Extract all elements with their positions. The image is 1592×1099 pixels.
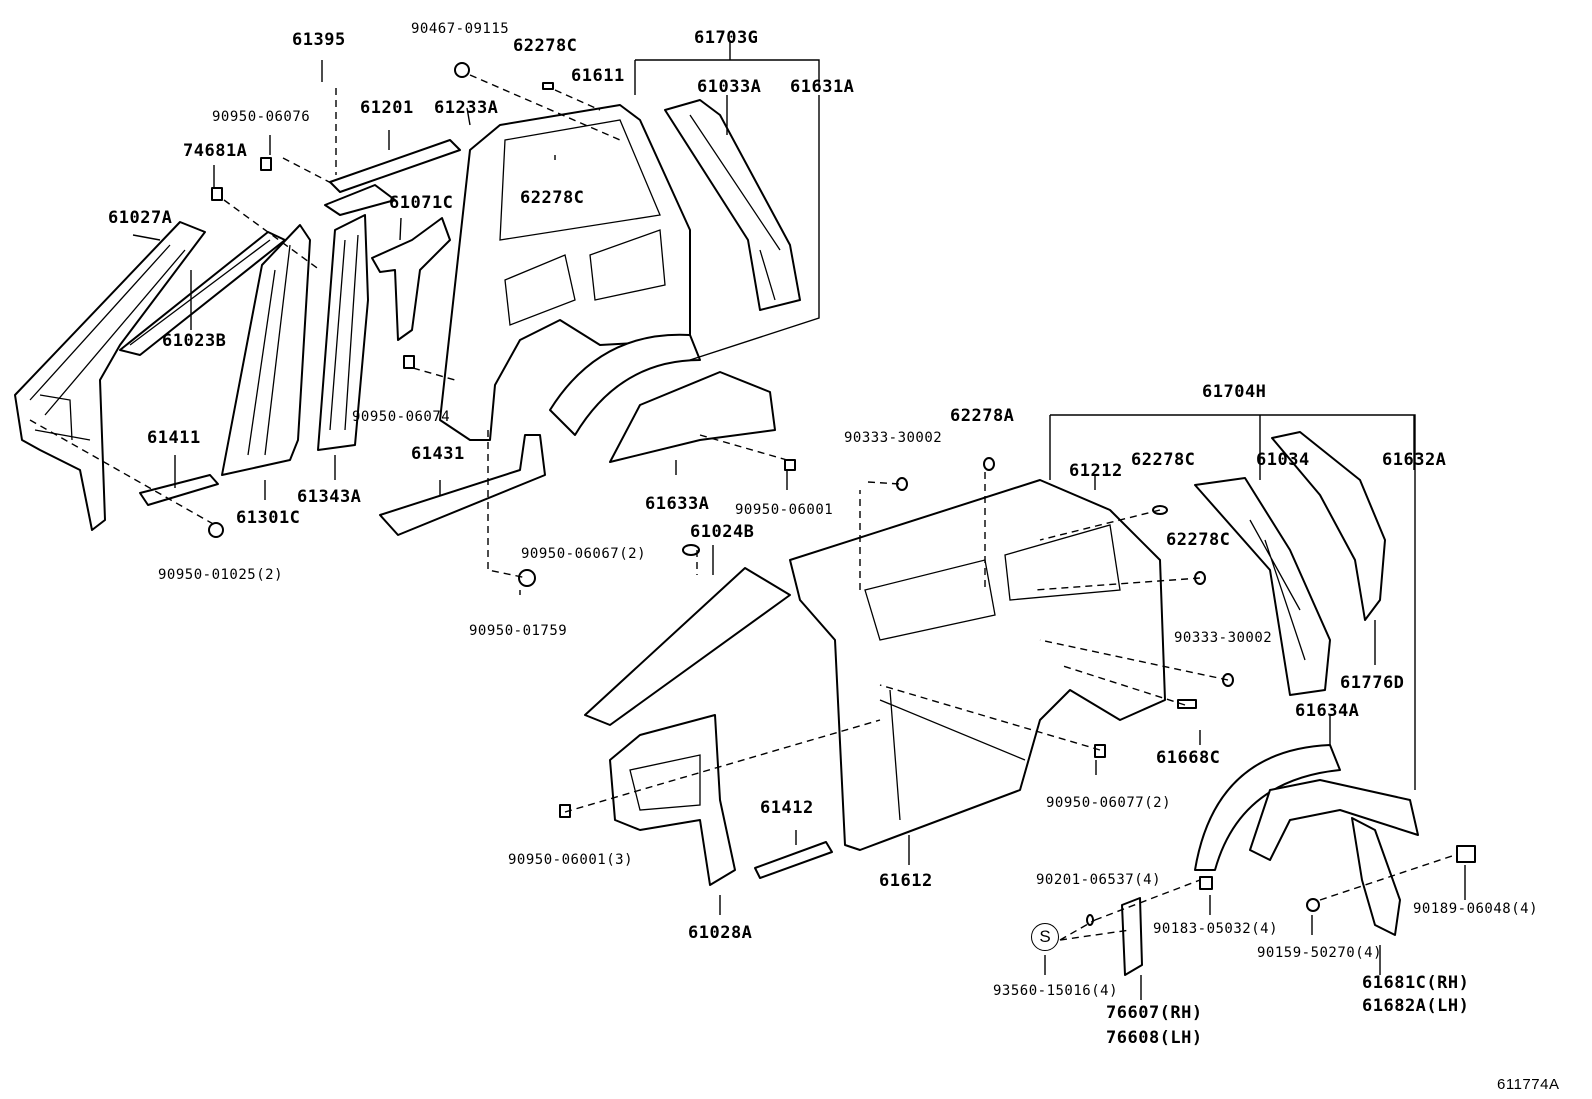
- callout-76607: 76607(RH): [1106, 1003, 1203, 1023]
- front-pillar-part: [14, 221, 206, 531]
- front-pillar-lower-part: [584, 567, 791, 726]
- side-outer-panel-lower-part: [789, 479, 1166, 851]
- plug-part: [208, 522, 224, 538]
- plug-part: [1177, 699, 1197, 709]
- callout-61023b: 61023B: [162, 331, 227, 351]
- callout-61395: 61395: [292, 30, 346, 50]
- rear-inner-panel-lower-part: [1194, 477, 1331, 696]
- callout-90950-06074: 90950-06074: [352, 409, 451, 425]
- front-lower-pillar-part: [609, 714, 736, 886]
- clip-part: [1456, 845, 1476, 863]
- wheel-arch-inner-part: [549, 333, 701, 436]
- callout-90189-06048: 90189-06048(4): [1413, 901, 1539, 917]
- plug-part: [518, 569, 536, 587]
- callout-62278c-mid: 62278C: [520, 188, 585, 208]
- screw-part: [1306, 898, 1320, 912]
- callout-90950-06001: 90950-06001: [735, 502, 834, 518]
- callout-61703g: 61703G: [694, 28, 759, 48]
- center-pillar-outer-part: [221, 224, 311, 476]
- callout-61028a: 61028A: [688, 923, 753, 943]
- s-fastener-mark-icon: S: [1031, 923, 1059, 951]
- callout-61024b: 61024B: [690, 522, 755, 542]
- callout-61668c: 61668C: [1156, 748, 1221, 768]
- callout-61233a: 61233A: [434, 98, 499, 118]
- rear-inner-panel-part: [664, 99, 801, 311]
- roof-rail-front-part: [324, 184, 396, 216]
- callout-62278c-r2: 62278C: [1166, 530, 1231, 550]
- callout-90467-09115: 90467-09115: [411, 21, 510, 37]
- plug-part: [784, 459, 796, 471]
- callout-61682a: 61682A(LH): [1362, 996, 1470, 1016]
- callout-74681a: 74681A: [183, 141, 248, 161]
- washer-part: [1086, 914, 1094, 926]
- callout-61033a: 61033A: [697, 77, 762, 97]
- callout-90950-06001-b: 90950-06001(3): [508, 852, 634, 868]
- callout-61612: 61612: [879, 871, 933, 891]
- callout-62278c: 62278C: [513, 36, 578, 56]
- rocker-small-part: [139, 474, 219, 506]
- plug-part: [260, 157, 272, 171]
- callout-61027a: 61027A: [108, 208, 173, 228]
- mudguard-part: [1121, 897, 1143, 976]
- callout-61301c: 61301C: [236, 508, 301, 528]
- plug-part: [682, 544, 700, 556]
- plug-part: [454, 62, 470, 78]
- callout-90201-06537: 90201-06537(4): [1036, 872, 1162, 888]
- callout-76608: 76608(LH): [1106, 1028, 1203, 1048]
- callout-61201: 61201: [360, 98, 414, 118]
- callout-61411: 61411: [147, 428, 201, 448]
- figure-reference-number: 611774A: [1497, 1076, 1560, 1093]
- wheelhouse-lower-part: [1194, 744, 1341, 871]
- callout-90333-30002-b: 90333-30002: [1174, 630, 1273, 646]
- clip-part: [1199, 876, 1213, 890]
- callout-61631a: 61631A: [790, 77, 855, 97]
- callout-61034: 61034: [1256, 450, 1310, 470]
- plug-part: [542, 82, 554, 90]
- callout-61704h: 61704H: [1202, 382, 1267, 402]
- wheelhouse-part: [609, 371, 776, 463]
- callout-62278c-r1: 62278C: [1131, 450, 1196, 470]
- callout-61071c: 61071C: [389, 193, 454, 213]
- callout-90950-06077: 90950-06077(2): [1046, 795, 1172, 811]
- callout-61776d: 61776D: [1340, 673, 1405, 693]
- mudguard-lower-part: [1351, 817, 1401, 936]
- callout-93560-15016: 93560-15016(4): [993, 983, 1119, 999]
- roof-rail-part: [329, 139, 461, 193]
- callout-90950-01759: 90950-01759: [469, 623, 568, 639]
- callout-61431: 61431: [411, 444, 465, 464]
- callout-90159-50270: 90159-50270(4): [1257, 945, 1383, 961]
- callout-61634a: 61634A: [1295, 701, 1360, 721]
- bracket-part: [371, 217, 451, 341]
- callout-61681c: 61681C(RH): [1362, 973, 1470, 993]
- callout-90950-06076: 90950-06076: [212, 109, 311, 125]
- callout-61632a: 61632A: [1382, 450, 1447, 470]
- plug-part: [1094, 744, 1106, 758]
- rocker-part: [379, 434, 546, 536]
- callout-61212: 61212: [1069, 461, 1123, 481]
- callout-90183-05032: 90183-05032(4): [1153, 921, 1279, 937]
- plug-part: [403, 355, 415, 369]
- callout-61611: 61611: [571, 66, 625, 86]
- plug-part: [983, 457, 995, 471]
- plug-part: [211, 187, 223, 201]
- callout-61412: 61412: [760, 798, 814, 818]
- callout-90950-06067: 90950-06067(2): [521, 546, 647, 562]
- callout-90950-01025: 90950-01025(2): [158, 567, 284, 583]
- callout-61633a: 61633A: [645, 494, 710, 514]
- callout-62278a: 62278A: [950, 406, 1015, 426]
- rear-inner-reinforcement-part: [1271, 431, 1386, 621]
- callout-90333-30002: 90333-30002: [844, 430, 943, 446]
- rocker-lower-part: [754, 841, 833, 879]
- callout-61343a: 61343A: [297, 487, 362, 507]
